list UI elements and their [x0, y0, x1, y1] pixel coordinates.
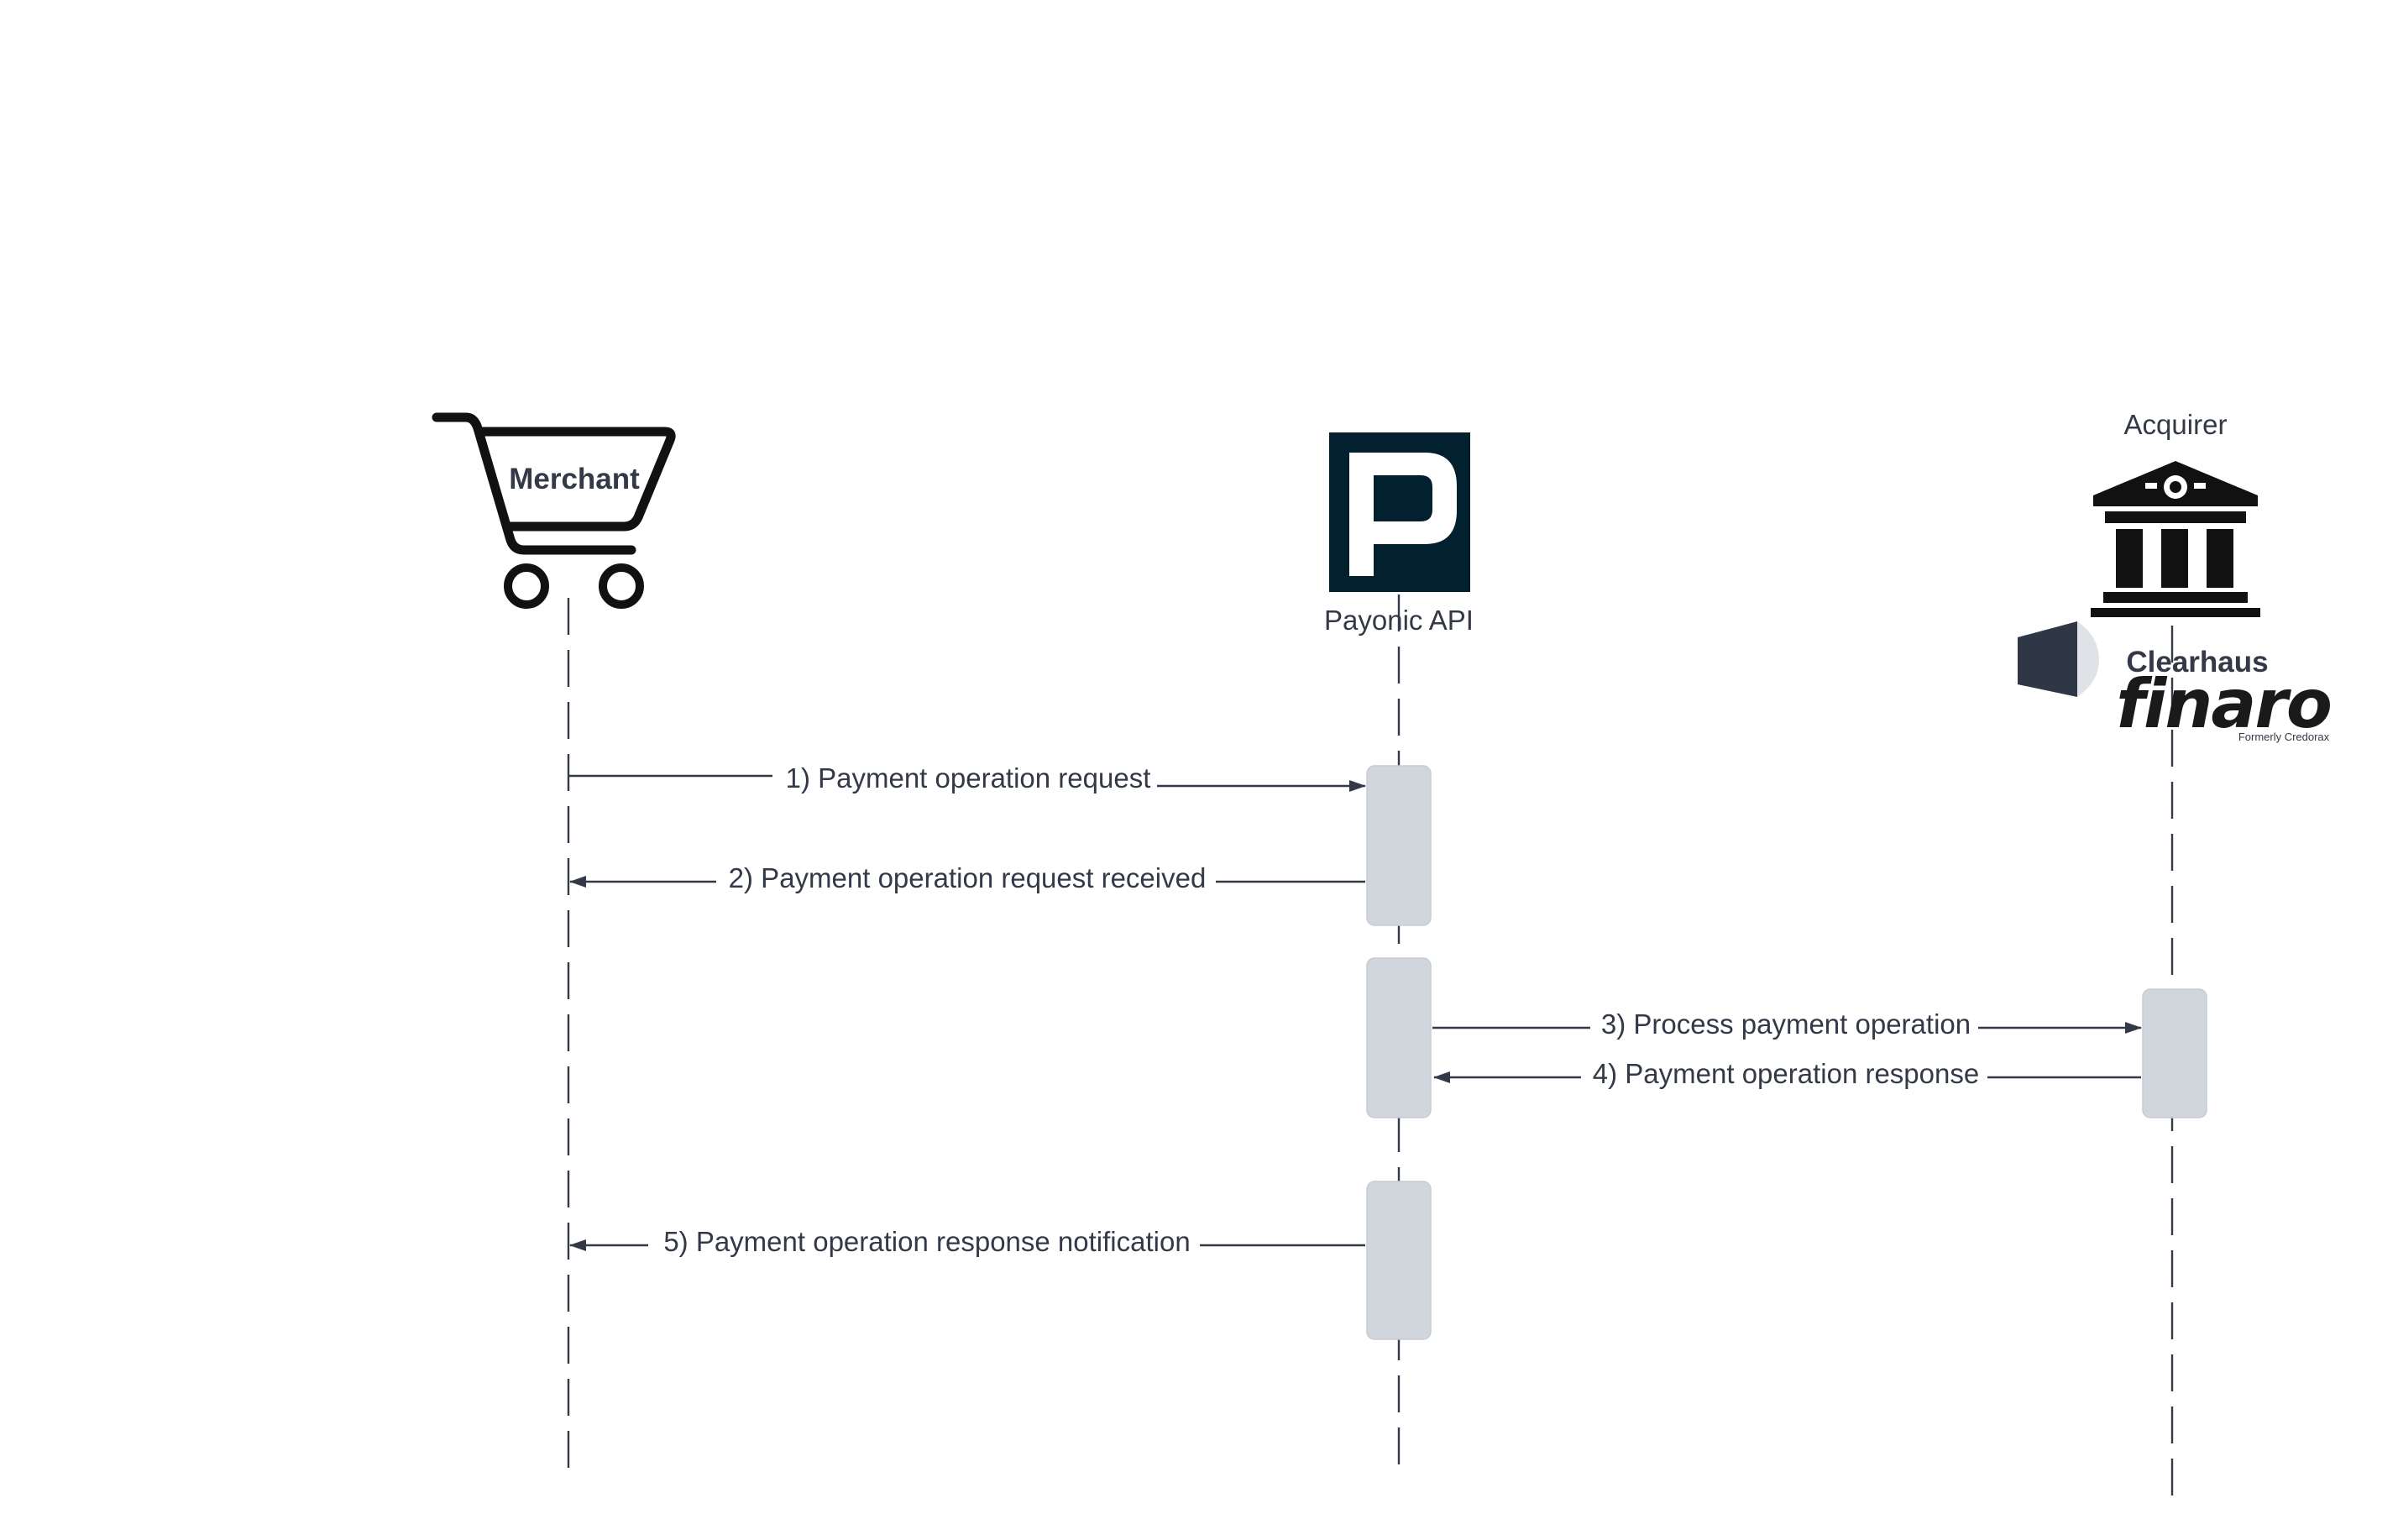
payonic-activation-2	[1366, 957, 1432, 1118]
payonic-activation-1	[1366, 765, 1432, 926]
message-1-label: 1) Payment operation request	[786, 762, 1151, 794]
finaro-logo: finaro	[2116, 665, 2331, 743]
message-4-label: 4) Payment operation response	[1593, 1058, 1979, 1089]
payonic-activation-3	[1366, 1181, 1432, 1340]
finaro-tagline: Formerly Credorax	[2238, 731, 2330, 743]
clearhaus-logo	[2018, 621, 2099, 697]
message-5: 5) Payment operation response notificati…	[569, 1226, 1365, 1257]
message-3: 3) Process payment operation	[1432, 1008, 2142, 1040]
message-2: 2) Payment operation request received	[569, 862, 1365, 893]
payonic-label: Payonic API	[1324, 605, 1474, 636]
acquirer-activation	[2142, 988, 2207, 1118]
message-1: 1) Payment operation request	[568, 762, 1366, 794]
bank-building-icon	[2091, 461, 2260, 617]
message-2-label: 2) Payment operation request received	[729, 862, 1207, 893]
payonic-logo	[1329, 432, 1470, 592]
clearhaus-label: Clearhaus	[2126, 646, 2268, 678]
merchant-label: Merchant	[509, 463, 640, 495]
message-3-label: 3) Process payment operation	[1601, 1008, 1971, 1040]
shopping-cart-icon	[432, 412, 676, 609]
acquirer-title: Acquirer	[2124, 409, 2228, 440]
message-5-label: 5) Payment operation response notificati…	[663, 1226, 1190, 1257]
message-4: 4) Payment operation response	[1433, 1058, 2141, 1089]
